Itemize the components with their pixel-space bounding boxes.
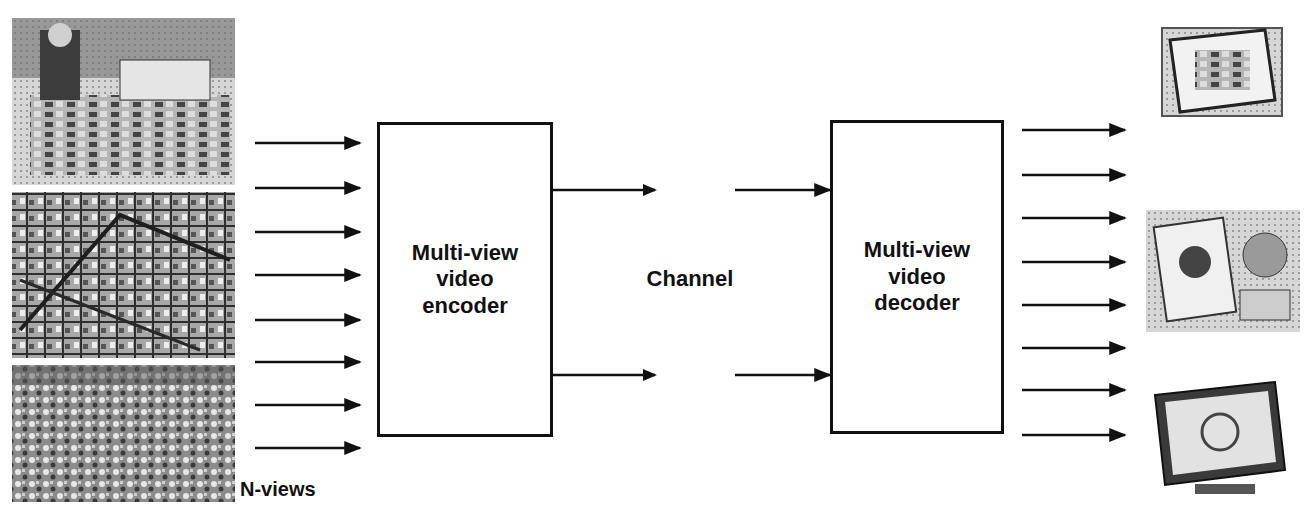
camera-view-photo (12, 18, 235, 185)
connector-group (553, 184, 830, 381)
channel-arrow (553, 189, 830, 192)
box-label: Multi-view video encoder (395, 240, 535, 319)
channel-arrow (553, 374, 830, 377)
view-arrow (255, 143, 360, 448)
box-label: Multi-view video decoder (847, 237, 987, 316)
channel-label: Channel (645, 266, 736, 292)
decoder-box: Multi-view video decoder (830, 120, 1004, 434)
view-arrow (1022, 130, 1125, 435)
tablet-display (1162, 28, 1282, 116)
encoder-box: Multi-view video encoder (377, 122, 553, 437)
photo-display (1146, 210, 1300, 332)
arrow-head (643, 369, 657, 381)
tv-display (1155, 382, 1285, 494)
camera-view-photo (12, 365, 235, 502)
views-label: N-views (238, 478, 318, 501)
arrow-head (643, 184, 657, 196)
camera-view-photo (12, 192, 235, 358)
